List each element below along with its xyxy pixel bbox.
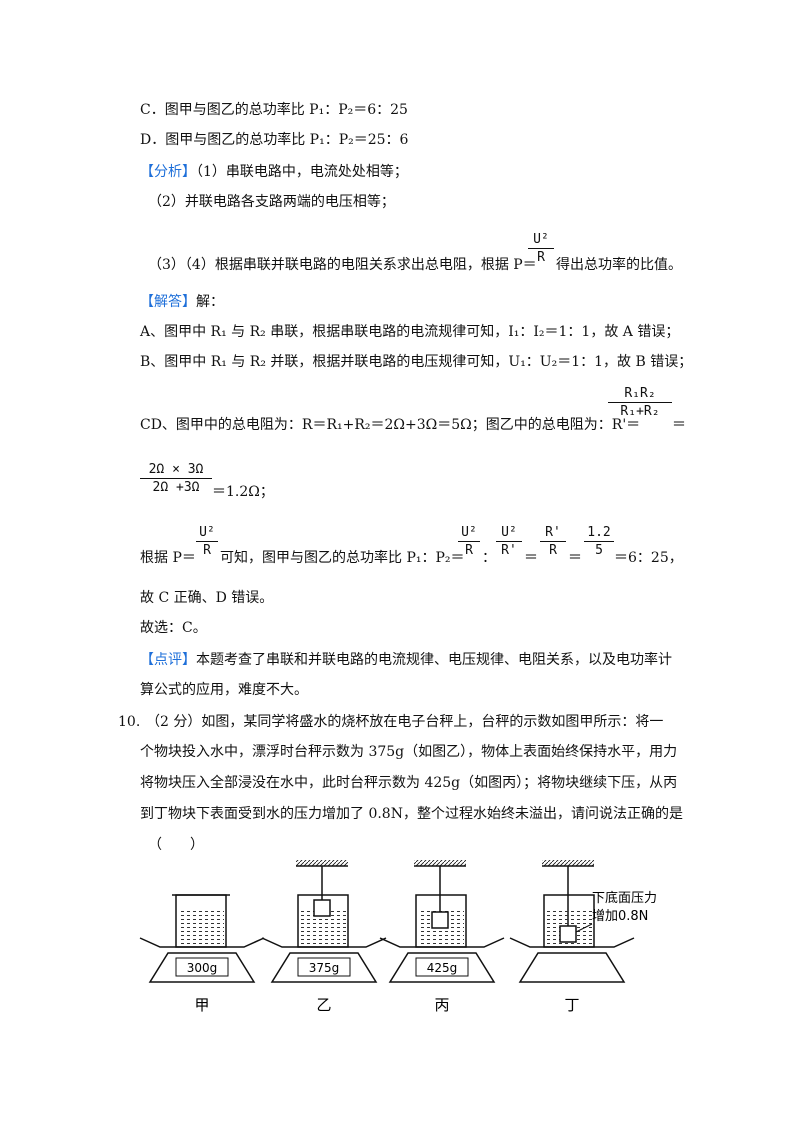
- answer-cd: CD、图甲中的总电阻为：R＝R₁+R₂＝2Ω+3Ω＝5Ω；图乙中的总电阻为：R'…: [140, 417, 641, 433]
- analysis-p3-after: 得出总功率的比值。: [556, 257, 682, 273]
- analysis-p2: （2）并联电路各支路两端的电压相等；: [148, 194, 395, 210]
- ratio-frac-1: U² R: [458, 525, 480, 558]
- experiment-figure: 300g 375g 425g 下底面压力: [139, 860, 657, 1014]
- scale-base: [388, 952, 496, 983]
- question-line-3: 将物块压入全部浸没在水中，此时台秤示数为 425g（如图丙）；将物块继续下压，从…: [140, 775, 678, 791]
- formula-numerator: 1.2: [587, 525, 611, 540]
- analysis-line-1: 【分析】（1）串联电路中，电流处处相等；: [140, 162, 408, 182]
- ratio-result: ＝6：25，: [614, 550, 683, 566]
- fraction-bar: [608, 402, 672, 403]
- formula-denominator: R: [537, 250, 545, 265]
- comment-text-1: 本题考查了串联和并联电路的电流规律、电压规律、电阻关系，以及电功率计: [196, 652, 672, 668]
- ratio-mid: 可知，图甲与图乙的总功率比 P₁：P₂＝: [220, 550, 465, 566]
- annotation-line-1: 下底面压力: [592, 890, 657, 906]
- comment-line-1: 【点评】本题考查了串联和并联电路的电流规律、电压规律、电阻关系，以及电功率计: [140, 650, 672, 670]
- answer-line: 【解答】解：: [140, 292, 224, 312]
- answer-label: 解：: [196, 294, 224, 310]
- formula-numerator: U²: [461, 525, 477, 540]
- caption-bing: 丙: [434, 996, 449, 1014]
- comment-text-2: 算公式的应用，难度不大。: [140, 682, 308, 698]
- caption-yi: 乙: [316, 996, 331, 1014]
- question-line-2: 个物块投入水中，漂浮时台秤示数为 375g（如图乙），物体上表面始终保持水平，用…: [140, 744, 678, 760]
- fraction-bar: [496, 541, 522, 542]
- conclusion: 故 C 正确、D 错误。: [140, 590, 274, 606]
- block: [313, 899, 331, 917]
- scale-base: [518, 952, 626, 983]
- calc-numerator: 2Ω × 3Ω: [148, 462, 204, 477]
- formula-denominator: 5: [595, 543, 603, 558]
- option-c: C．图甲与图乙的总功率比 P₁：P₂＝6：25: [140, 102, 408, 118]
- question-line-1: （2 分）如图，某同学将盛水的烧杯放在电子台秤上，台秤的示数如图甲所示：将一: [146, 714, 664, 730]
- scale-ding: 下底面压力 增加0.8N: [509, 860, 657, 983]
- block: [559, 925, 577, 943]
- block: [431, 911, 449, 929]
- analysis-tag: 【分析】: [140, 164, 196, 180]
- power-formula: U² R: [196, 525, 218, 558]
- scale-reading: 300g: [187, 961, 218, 975]
- fraction-bar: [584, 541, 614, 542]
- fraction-bar: [196, 541, 218, 542]
- answer-a: A、图甲中 R₁ 与 R₂ 串联，根据串联电路的电流规律可知，I₁：I₂＝1：1…: [140, 324, 680, 340]
- scale-reading: 375g: [309, 961, 340, 975]
- ratio-before: 根据 P＝: [140, 550, 196, 566]
- calc-result: ＝1.2Ω；: [212, 484, 274, 500]
- balance-plate: [139, 937, 265, 948]
- resistance-calculation: 2Ω × 3Ω 2Ω +3Ω: [140, 462, 212, 495]
- fraction-bar: [528, 248, 554, 249]
- scale-base: [270, 952, 378, 983]
- power-formula: U² R: [528, 232, 554, 265]
- comment-tag: 【点评】: [140, 652, 196, 668]
- ratio-separator: ：: [482, 550, 496, 566]
- formula-numerator: R₁R₂: [624, 386, 656, 401]
- balance-plate: [379, 937, 505, 948]
- analysis-p1: （1）串联电路中，电流处处相等；: [196, 164, 408, 180]
- scale-jia: 300g: [139, 894, 265, 983]
- parallel-resistance-formula: R₁R₂ R₁+R₂: [608, 386, 672, 419]
- fraction-bar: [140, 478, 212, 479]
- ratio-frac-3: R' R: [540, 525, 566, 558]
- formula-numerator: R': [545, 525, 561, 540]
- ratio-frac-2: U² R': [496, 525, 522, 558]
- scale-yi: 375g: [261, 860, 387, 983]
- ratio-eq-2: ＝: [568, 550, 582, 566]
- ceiling-hatch: [296, 860, 348, 866]
- formula-denominator: R: [465, 543, 473, 558]
- annotation-line-2: 增加0.8N: [592, 909, 648, 924]
- balance-plate: [509, 937, 635, 948]
- water: [178, 910, 224, 946]
- formula-denominator: R₁+R₂: [620, 404, 660, 419]
- caption-ding: 丁: [564, 996, 579, 1014]
- option-d: D．图甲与图乙的总功率比 P₁：P₂＝25：6: [140, 132, 409, 148]
- formula-denominator: R': [501, 543, 517, 558]
- formula-denominator: R: [203, 543, 211, 558]
- ceiling-hatch: [542, 860, 594, 866]
- answer-b: B、图甲中 R₁ 与 R₂ 并联，根据并联电路的电压规律可知，U₁：U₂＝1：1…: [140, 354, 693, 370]
- fraction-bar: [540, 541, 566, 542]
- scale-bing: 425g: [379, 860, 505, 983]
- analysis-p3-before: （3）（4）根据串联并联电路的电阻关系求出总电阻，根据 P＝: [148, 257, 537, 273]
- formula-numerator: U²: [501, 525, 517, 540]
- answer-blank: （ ）: [148, 837, 204, 853]
- balance-plate: [261, 937, 387, 948]
- formula-denominator: R: [549, 543, 557, 558]
- choice: 故选：C。: [140, 620, 207, 636]
- equals-sign: ＝: [672, 417, 686, 433]
- answer-tag: 【解答】: [140, 294, 196, 310]
- question-number: 10.: [118, 714, 141, 730]
- annotation-pointer: [575, 923, 593, 933]
- formula-numerator: U²: [199, 525, 215, 540]
- caption-jia: 甲: [194, 996, 209, 1014]
- scale-reading: 425g: [427, 961, 458, 975]
- calc-denominator: 2Ω +3Ω: [152, 480, 200, 495]
- scale-base: [148, 952, 256, 983]
- ratio-eq-1: ＝: [524, 550, 538, 566]
- ratio-frac-4: 1.2 5: [584, 525, 614, 558]
- formula-numerator: U²: [533, 232, 549, 247]
- fraction-bar: [458, 541, 480, 542]
- question-line-4: 到丁物块下表面受到水的压力增加了 0.8N，整个过程水始终未溢出，请问说法正确的…: [140, 806, 683, 822]
- ceiling-hatch: [414, 860, 466, 866]
